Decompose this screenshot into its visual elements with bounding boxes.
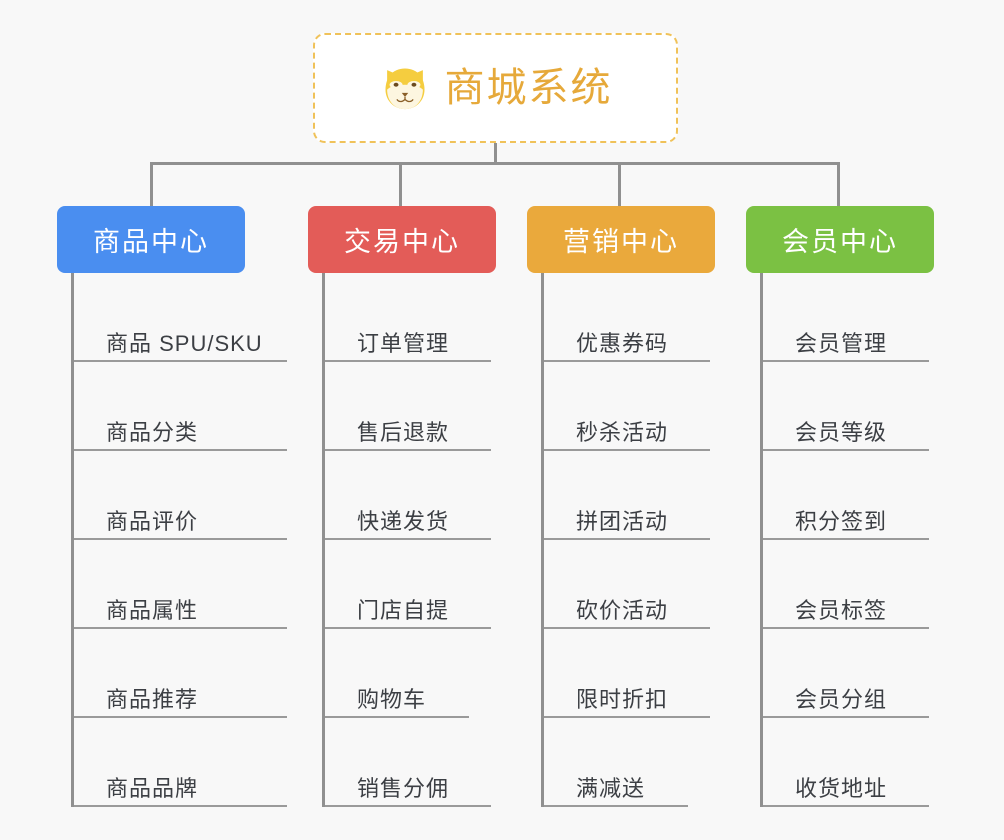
list-item-label: 满减送 bbox=[576, 775, 646, 801]
list-item[interactable]: 售后退款 bbox=[325, 362, 508, 451]
list-item[interactable]: 限时折扣 bbox=[544, 629, 727, 718]
list-item-label: 秒杀活动 bbox=[576, 419, 669, 445]
list-item-rule bbox=[74, 627, 287, 629]
branch-trade-center: 交易中心 订单管理 售后退款 快递发货 门店自提 购物车 销售分佣 bbox=[308, 206, 508, 807]
list-item-rule bbox=[74, 538, 287, 540]
branch-header-member-center[interactable]: 会员中心 bbox=[746, 206, 934, 273]
list-item[interactable]: 商品评价 bbox=[74, 451, 287, 540]
list-item-label: 砍价活动 bbox=[576, 597, 669, 623]
list-item-rule bbox=[544, 805, 688, 807]
list-item[interactable]: 满减送 bbox=[544, 718, 727, 807]
list-item[interactable]: 拼团活动 bbox=[544, 451, 727, 540]
list-item-rule bbox=[544, 538, 710, 540]
list-item-rule bbox=[544, 449, 710, 451]
list-item-rule bbox=[325, 449, 491, 451]
list-item-label: 商品分类 bbox=[106, 419, 199, 445]
list-item[interactable]: 收货地址 bbox=[763, 718, 946, 807]
list-item-label: 商品推荐 bbox=[106, 686, 199, 712]
list-item-rule bbox=[763, 716, 929, 718]
list-item-rule bbox=[325, 627, 491, 629]
list-item-label: 商品 SPU/SKU bbox=[106, 330, 263, 356]
list-item-rule bbox=[325, 716, 469, 718]
list-item[interactable]: 会员分组 bbox=[763, 629, 946, 718]
list-item-label: 会员管理 bbox=[795, 330, 888, 356]
connector-drop-2 bbox=[399, 162, 402, 208]
list-item-rule bbox=[74, 716, 287, 718]
list-item[interactable]: 商品推荐 bbox=[74, 629, 287, 718]
list-item-label: 门店自提 bbox=[357, 597, 450, 623]
branch-header-marketing-center[interactable]: 营销中心 bbox=[527, 206, 715, 273]
list-item-label: 销售分佣 bbox=[357, 775, 450, 801]
list-item[interactable]: 销售分佣 bbox=[325, 718, 508, 807]
connector-drop-1 bbox=[150, 162, 153, 208]
list-item-label: 购物车 bbox=[357, 686, 427, 712]
connector-drop-4 bbox=[837, 162, 840, 208]
list-item-rule bbox=[74, 449, 287, 451]
list-item-rule bbox=[74, 805, 287, 807]
branch-product-center: 商品中心 商品 SPU/SKU 商品分类 商品评价 商品属性 商品推荐 商品品牌 bbox=[57, 206, 287, 807]
branch-member-center: 会员中心 会员管理 会员等级 积分签到 会员标签 会员分组 收货地址 bbox=[746, 206, 946, 807]
list-item[interactable]: 会员管理 bbox=[763, 273, 946, 362]
connector-bus bbox=[150, 162, 840, 165]
root-title: 商城系统 bbox=[444, 66, 613, 110]
list-item-label: 商品属性 bbox=[106, 597, 199, 623]
list-item-rule bbox=[763, 360, 929, 362]
list-item[interactable]: 商品 SPU/SKU bbox=[74, 273, 287, 362]
list-item-label: 会员分组 bbox=[795, 686, 888, 712]
list-item[interactable]: 快递发货 bbox=[325, 451, 508, 540]
list-item-label: 商品品牌 bbox=[106, 775, 199, 801]
list-item-label: 收货地址 bbox=[795, 775, 888, 801]
branch-item-list-marketing-center: 优惠券码 秒杀活动 拼团活动 砍价活动 限时折扣 满减送 bbox=[541, 273, 727, 807]
branch-item-list-member-center: 会员管理 会员等级 积分签到 会员标签 会员分组 收货地址 bbox=[760, 273, 946, 807]
list-item-label: 快递发货 bbox=[357, 508, 450, 534]
list-item-rule bbox=[763, 449, 929, 451]
list-item[interactable]: 商品品牌 bbox=[74, 718, 287, 807]
list-item-rule bbox=[763, 538, 929, 540]
list-item-rule bbox=[325, 360, 491, 362]
list-item[interactable]: 商品属性 bbox=[74, 540, 287, 629]
list-item-label: 优惠券码 bbox=[576, 330, 669, 356]
list-item-rule bbox=[544, 716, 710, 718]
list-item-label: 积分签到 bbox=[795, 508, 888, 534]
shiba-dog-face-icon bbox=[385, 68, 424, 110]
list-item-rule bbox=[544, 627, 710, 629]
list-item[interactable]: 购物车 bbox=[325, 629, 508, 718]
list-item-label: 订单管理 bbox=[357, 330, 450, 356]
list-item-label: 商品评价 bbox=[106, 508, 199, 534]
list-item-label: 会员标签 bbox=[795, 597, 888, 623]
list-item[interactable]: 会员标签 bbox=[763, 540, 946, 629]
list-item[interactable]: 会员等级 bbox=[763, 362, 946, 451]
list-item-rule bbox=[325, 805, 491, 807]
list-item-rule bbox=[325, 538, 491, 540]
branch-header-product-center[interactable]: 商品中心 bbox=[57, 206, 245, 273]
branch-item-list-trade-center: 订单管理 售后退款 快递发货 门店自提 购物车 销售分佣 bbox=[322, 273, 508, 807]
list-item-rule bbox=[763, 805, 929, 807]
list-item-label: 限时折扣 bbox=[576, 686, 669, 712]
list-item-rule bbox=[763, 627, 929, 629]
list-item[interactable]: 砍价活动 bbox=[544, 540, 727, 629]
list-item[interactable]: 商品分类 bbox=[74, 362, 287, 451]
list-item[interactable]: 积分签到 bbox=[763, 451, 946, 540]
list-item-label: 拼团活动 bbox=[576, 508, 669, 534]
connector-stem bbox=[494, 143, 497, 164]
list-item-rule bbox=[74, 360, 287, 362]
branch-header-trade-center[interactable]: 交易中心 bbox=[308, 206, 496, 273]
list-item[interactable]: 订单管理 bbox=[325, 273, 508, 362]
branch-item-list-product-center: 商品 SPU/SKU 商品分类 商品评价 商品属性 商品推荐 商品品牌 bbox=[71, 273, 287, 807]
list-item-label: 售后退款 bbox=[357, 419, 450, 445]
list-item[interactable]: 秒杀活动 bbox=[544, 362, 727, 451]
list-item-rule bbox=[544, 360, 710, 362]
branch-marketing-center: 营销中心 优惠券码 秒杀活动 拼团活动 砍价活动 限时折扣 满减送 bbox=[527, 206, 727, 807]
list-item-label: 会员等级 bbox=[795, 419, 888, 445]
list-item[interactable]: 优惠券码 bbox=[544, 273, 727, 362]
list-item[interactable]: 门店自提 bbox=[325, 540, 508, 629]
connector-drop-3 bbox=[618, 162, 621, 208]
root-node[interactable]: 商城系统 bbox=[313, 33, 678, 143]
